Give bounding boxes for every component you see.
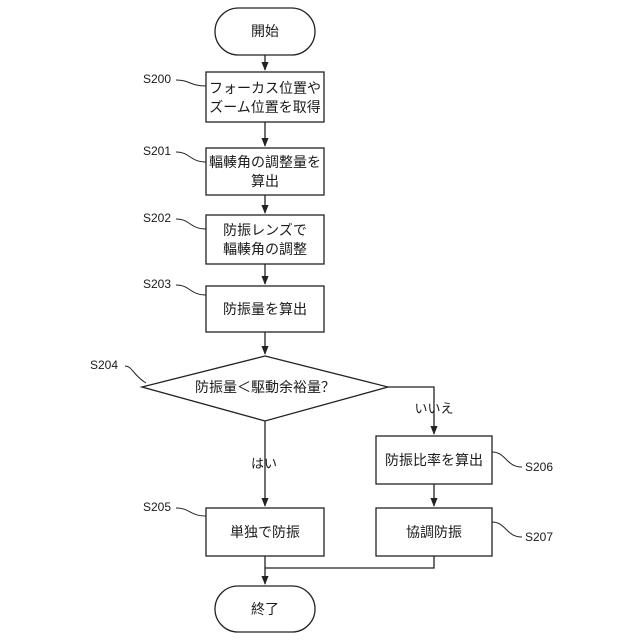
process-s202: 防振レンズで 輻輳角の調整 [206,215,324,264]
s203-text: 防振量を算出 [223,302,307,318]
s204-text: 防振量＜駆動余裕量？ [195,379,335,396]
end-terminal: 終了 [215,586,315,632]
s200-step-label: S200 [143,72,171,86]
s206-text: 防振比率を算出 [385,452,483,469]
s207-text: 協調防振 [406,525,462,541]
s206-step-label: S206 [525,460,553,474]
branch-yes-label: はい [251,457,277,472]
s200-text-line-2: ズーム位置を取得 [209,99,321,116]
process-s205: 単独で防振 [206,508,324,556]
process-s206: 防振比率を算出 [376,436,492,484]
s206-leader [492,452,522,467]
s207-step-label: S207 [525,530,553,544]
s202-text-line-2: 輻輳角の調整 [223,241,307,258]
start-terminal: 開始 [215,8,315,55]
s203-step-label: S203 [143,277,171,291]
process-s203: 防振量を算出 [206,286,324,332]
s204-step-label: S204 [90,358,118,372]
process-s207: 協調防振 [376,508,492,556]
end-label: 終了 [251,602,279,618]
s205-text: 単独で防振 [230,525,300,541]
s201-text-line-1: 輻輳角の調整量を [209,154,321,171]
s202-leader [176,219,206,229]
decision-s204: 防振量＜駆動余裕量？ [142,356,388,421]
s202-text-line-1: 防振レンズで [223,223,307,239]
s201-text-line-2: 算出 [251,174,279,190]
s204-leader [125,366,146,383]
s201-step-label: S201 [143,144,171,158]
s200-text-line-1: フォーカス位置や [209,81,321,97]
start-label: 開始 [251,24,279,40]
branch-no-label: いいえ [414,402,453,417]
process-s201: 輻輳角の調整量を 算出 [206,148,324,195]
s205-step-label: S205 [143,500,171,514]
s205-leader [176,508,206,516]
s203-leader [176,285,206,295]
line-s207-merge [265,556,434,568]
s207-leader [492,522,522,537]
s202-step-label: S202 [143,211,171,225]
s201-leader [176,152,206,162]
process-s200: フォーカス位置や ズーム位置を取得 [206,72,324,122]
s200-leader [176,80,206,86]
